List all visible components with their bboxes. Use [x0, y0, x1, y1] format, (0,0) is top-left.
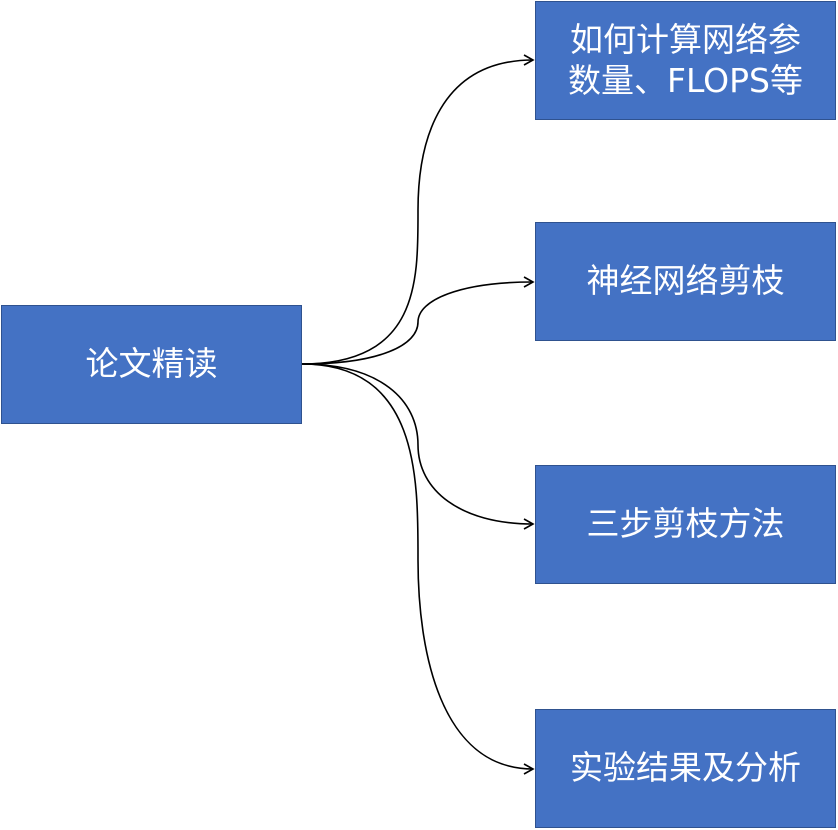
- node-experiment-results[interactable]: 实验结果及分析: [535, 709, 836, 828]
- connector-to-three-step: [301, 363, 535, 530]
- node-network-params-flops[interactable]: 如何计算网络参 数量、FLOPS等: [535, 1, 836, 120]
- node-neural-network-pruning[interactable]: 神经网络剪枝: [535, 222, 836, 341]
- node-label: 三步剪枝方法: [586, 504, 785, 544]
- connector-to-pruning: [301, 276, 535, 365]
- node-label: 实验结果及分析: [570, 748, 801, 788]
- root-node-paper-reading[interactable]: 论文精读: [1, 305, 302, 424]
- connector-to-network-params: [301, 54, 535, 365]
- connector-to-results: [301, 363, 535, 775]
- node-label: 神经网络剪枝: [586, 261, 785, 301]
- node-three-step-pruning[interactable]: 三步剪枝方法: [535, 465, 836, 584]
- node-label: 如何计算网络参 数量、FLOPS等: [567, 20, 803, 100]
- root-node-label: 论文精读: [85, 344, 218, 384]
